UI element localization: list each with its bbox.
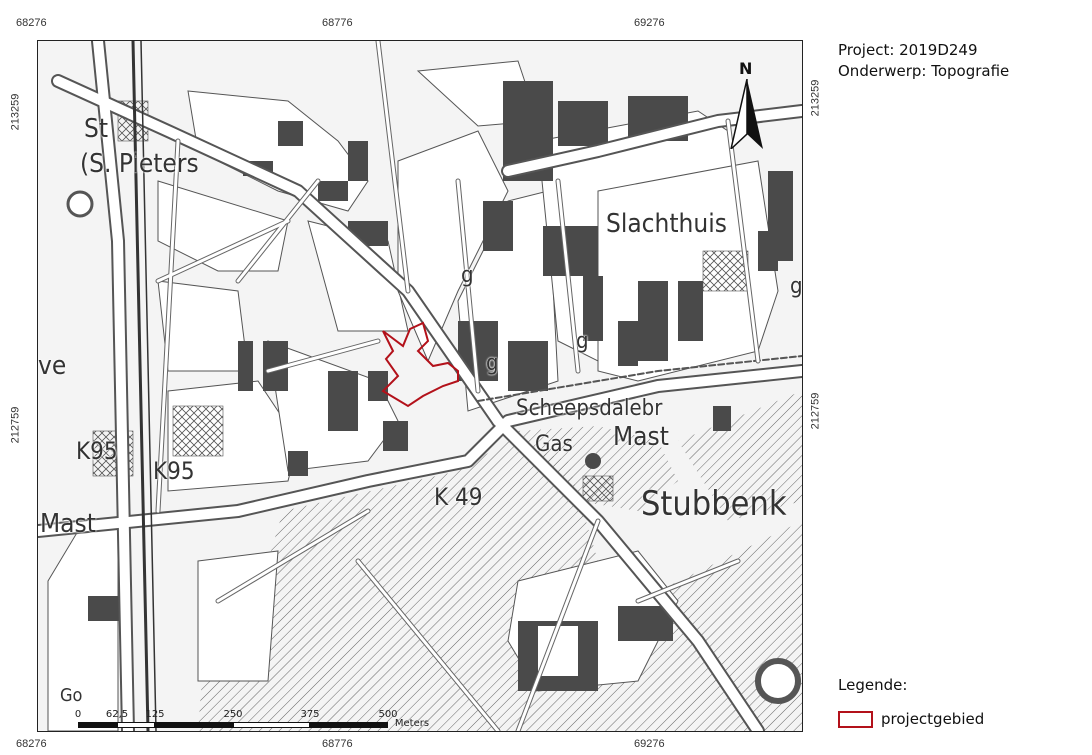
coord-y-left-2: 212759	[9, 406, 22, 444]
legend-label: projectgebied	[881, 710, 985, 728]
map-label-g-c: g	[486, 351, 499, 376]
building	[318, 181, 348, 201]
coord-x-bottom-2: 68776	[322, 738, 353, 750]
subject-title: Onderwerp: Topografie	[838, 62, 1010, 80]
map-label-mast-center: Mast	[613, 422, 669, 452]
scale-segment	[310, 722, 388, 728]
scale-tick-62: 62,5	[105, 709, 129, 720]
building	[508, 341, 548, 391]
building	[328, 371, 358, 431]
building	[483, 201, 513, 251]
scale-segment	[233, 722, 310, 728]
project-title: Project: 2019D249	[838, 41, 978, 59]
building	[288, 451, 308, 476]
map-label-k95-b: K95	[153, 457, 195, 485]
scale-unit: Meters	[394, 718, 430, 729]
block	[197, 550, 279, 682]
building	[543, 226, 598, 276]
scale-tick-500: 500	[378, 709, 398, 720]
map-label-mast-left: Mast	[40, 509, 96, 539]
north-arrow-icon: N	[727, 59, 767, 149]
building	[638, 281, 668, 361]
map-label-scheepsdalebr: Scheepsdalebr	[516, 396, 663, 421]
railway	[140, 41, 157, 731]
cross-hatch-area	[702, 250, 749, 292]
north-label: N	[739, 59, 753, 78]
building	[368, 371, 388, 401]
coord-x-top-2: 68776	[322, 17, 353, 29]
coord-x-top-3: 69276	[634, 17, 665, 29]
scale-bar: 0 62,5 125 250 375 500 Meters	[74, 709, 478, 731]
scale-tick-0: 0	[74, 709, 82, 720]
roundabout	[66, 190, 94, 218]
hatched-field-area-east	[678, 391, 802, 521]
hatched-field-area	[198, 441, 802, 731]
building	[713, 406, 731, 431]
map-label-g-a: g	[461, 263, 474, 288]
building	[238, 341, 253, 391]
gas-tank	[585, 453, 601, 469]
map-label-g-d: g	[790, 274, 803, 299]
coord-x-bottom-3: 69276	[634, 738, 665, 750]
scale-segment	[155, 722, 233, 728]
railway	[131, 41, 150, 731]
building	[383, 421, 408, 451]
map-label-gas: Gas	[535, 432, 573, 457]
building	[758, 231, 778, 271]
coord-y-right-2: 212759	[809, 392, 822, 430]
building	[583, 276, 603, 341]
building	[618, 321, 638, 366]
map-label-k95-a: K95	[76, 437, 118, 465]
building	[278, 121, 303, 146]
map-label-ve: ve	[38, 351, 67, 381]
map-label-g-b: g	[576, 329, 589, 354]
coord-y-right-1: 213259	[809, 79, 822, 117]
map-label-st: St	[84, 114, 109, 144]
scale-tick-125: 125	[145, 709, 165, 720]
legend-title: Legende:	[838, 676, 908, 694]
cross-hatch-area	[172, 405, 224, 457]
building	[678, 281, 703, 341]
building	[348, 141, 368, 181]
map-label-go: Go	[60, 685, 83, 706]
hatched-field-area-gas	[518, 426, 678, 511]
map-label-slachthuis: Slachthuis	[606, 209, 727, 239]
building	[618, 606, 673, 641]
map-frame[interactable]: St (S. Pieters Slachthuis ve K95 K95 Mas…	[37, 40, 803, 732]
scale-tick-250: 250	[223, 709, 243, 720]
coord-y-left-1: 213259	[9, 93, 22, 131]
cross-hatch-area	[582, 475, 614, 502]
legend-item-projectgebied: projectgebied	[838, 708, 984, 730]
legend-swatch	[838, 710, 873, 728]
scale-segment	[117, 722, 155, 728]
coord-x-bottom-1: 68276	[16, 738, 47, 750]
building	[558, 101, 608, 146]
scale-segment	[78, 722, 117, 728]
north-arrow-shape	[730, 79, 763, 149]
canal	[477, 355, 802, 402]
topographic-map	[38, 41, 802, 731]
coord-x-top-1: 68276	[16, 17, 47, 29]
roundabout	[755, 658, 801, 704]
building	[88, 596, 123, 621]
map-label-s-pieters: (S. Pieters	[80, 149, 199, 179]
project-area-outline	[381, 321, 459, 408]
scale-tick-375: 375	[300, 709, 320, 720]
map-label-k49: K 49	[434, 483, 483, 511]
map-label-stubbenk: Stubbenk	[641, 484, 787, 524]
